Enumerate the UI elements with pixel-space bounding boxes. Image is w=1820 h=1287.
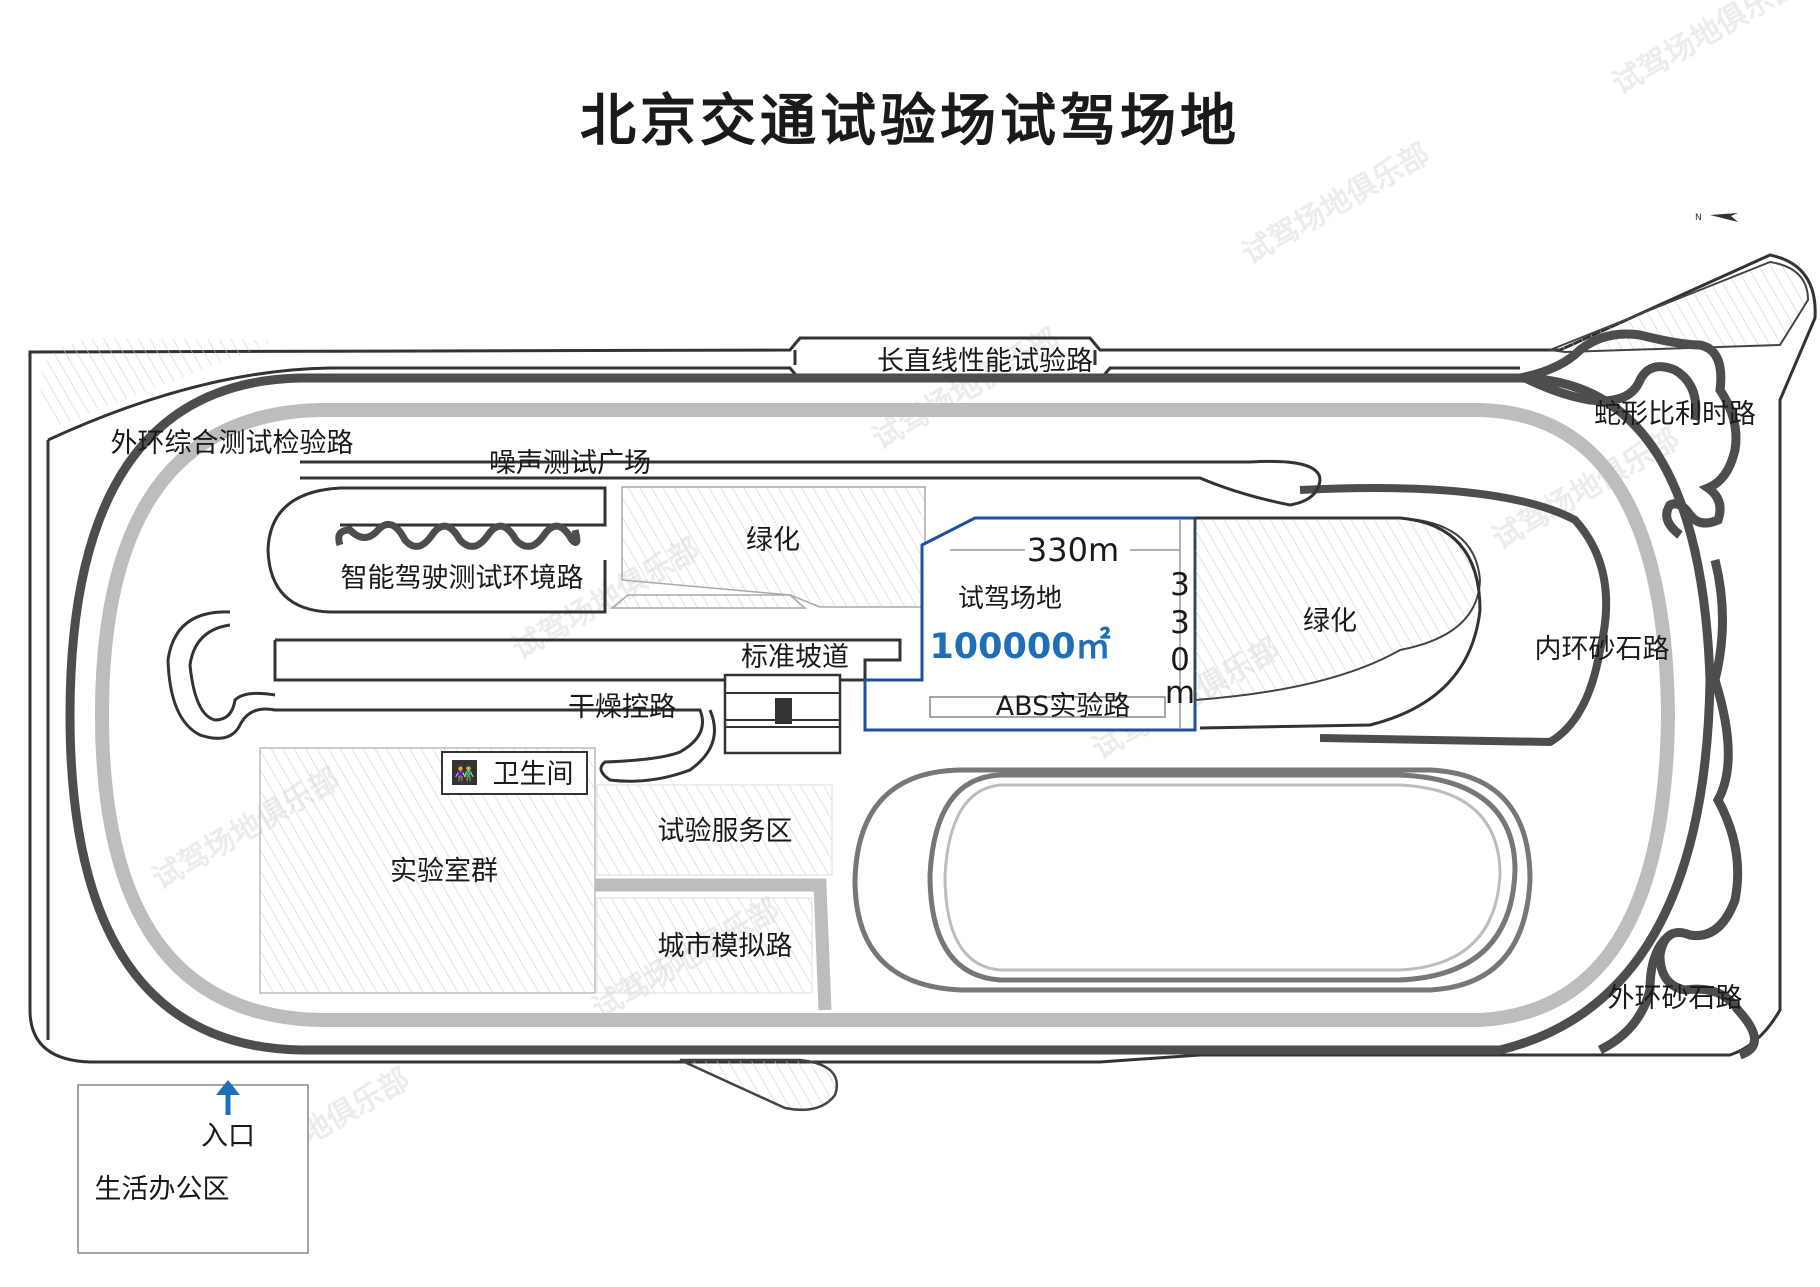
- page-title: 北京交通试验场试驾场地: [580, 89, 1240, 154]
- restroom-label: 卫生间: [493, 759, 574, 790]
- entrance-label: 入口: [201, 1121, 255, 1152]
- dry-road-inner: [188, 623, 276, 722]
- smart-driving-label: 智能驾驶测试环境路: [341, 563, 584, 594]
- svg-text:试驾场地俱乐部: 试驾场地俱乐部: [1607, 0, 1806, 102]
- site-boundary: [28, 253, 1817, 1064]
- outer-gravel-road: [1655, 558, 1759, 1060]
- serpentine-inner: [1523, 362, 1701, 421]
- office-area-label: 生活办公区: [95, 1174, 230, 1205]
- green2-label: 绿化: [1303, 606, 1357, 637]
- green1-label: 绿化: [746, 525, 800, 556]
- city-road-area: [596, 897, 813, 994]
- city-road-divider: [595, 878, 832, 1011]
- straight-road: [46, 366, 1520, 1040]
- test-site-height-char-4: m: [1165, 675, 1195, 711]
- svg-text:试驾场地俱乐部: 试驾场地俱乐部: [867, 322, 1066, 457]
- green-strip: [609, 594, 808, 609]
- straight-road-edge: [793, 350, 1097, 365]
- dry-road-label: 干燥控路: [568, 692, 676, 723]
- test-site-area[interactable]: [863, 516, 1197, 732]
- inner-gravel-label: 内环砂石路: [1535, 634, 1670, 665]
- outer-gravel-road-2: [1597, 931, 1673, 1055]
- top-left-green-wedge: [40, 338, 280, 425]
- dry-control-wiggle: [166, 610, 716, 783]
- up-arrow-icon: [216, 1080, 240, 1115]
- straight-road-label: 长直线性能试验路: [877, 346, 1093, 377]
- test-site-height-char-2: 3: [1170, 605, 1190, 641]
- serpentine-road: [1519, 329, 1741, 539]
- north-label: N: [1695, 213, 1702, 223]
- oval-track-outer: [852, 767, 1533, 993]
- oval-track-lane: [943, 783, 1502, 972]
- green-zone-2: [1194, 517, 1482, 702]
- lab-group-label: 实验室群: [390, 856, 498, 887]
- noise-plaza-label: 噪声测试广场: [489, 448, 651, 479]
- restroom-icon-glyph: 👫: [455, 764, 475, 783]
- service-area-label: 试验服务区: [658, 816, 793, 847]
- bottom-green-wedge: [679, 1058, 838, 1112]
- smart-driving-loop: [266, 486, 607, 614]
- test-site-width-label: 330m: [1027, 531, 1119, 569]
- outer-ring-road: [65, 373, 1715, 1055]
- office-area: [77, 1084, 309, 1254]
- inner-gravel-road: [1299, 484, 1611, 747]
- oval-track-inner: [927, 772, 1518, 983]
- noise-plaza-road: [300, 459, 1322, 507]
- inner-ring-road: [94, 403, 1676, 1027]
- test-site-height-char-3: 0: [1170, 642, 1190, 678]
- abs-road-strip: [929, 696, 1166, 718]
- slope-block: [775, 698, 792, 724]
- city-road-label: 城市模拟路: [658, 931, 793, 962]
- outer-gravel-label: 外环砂石路: [1608, 983, 1743, 1014]
- green-zone-2-outline: [1195, 516, 1482, 730]
- test-site-name: 试驾场地: [958, 584, 1062, 614]
- abs-road-label: ABS实验路: [996, 691, 1131, 722]
- serpentine-label: 蛇形比利时路: [1594, 399, 1756, 430]
- north-arrow-icon: N: [1695, 213, 1738, 223]
- slope-label: 标准坡道: [741, 642, 849, 673]
- svg-text:试驾场地俱乐部: 试驾场地俱乐部: [1237, 137, 1436, 272]
- test-site-height-char-1: 3: [1170, 567, 1190, 603]
- service-area: [596, 784, 833, 876]
- smart-driving-wave: [335, 520, 581, 550]
- restroom-icon: [452, 760, 477, 785]
- green-zone-1: [621, 486, 926, 608]
- outer-ring-label: 外环综合测试检验路: [111, 428, 354, 459]
- test-site-area-label: 100000㎡: [929, 626, 1110, 667]
- top-right-green-wedge: [1546, 260, 1810, 354]
- dry-control-road: [273, 638, 902, 682]
